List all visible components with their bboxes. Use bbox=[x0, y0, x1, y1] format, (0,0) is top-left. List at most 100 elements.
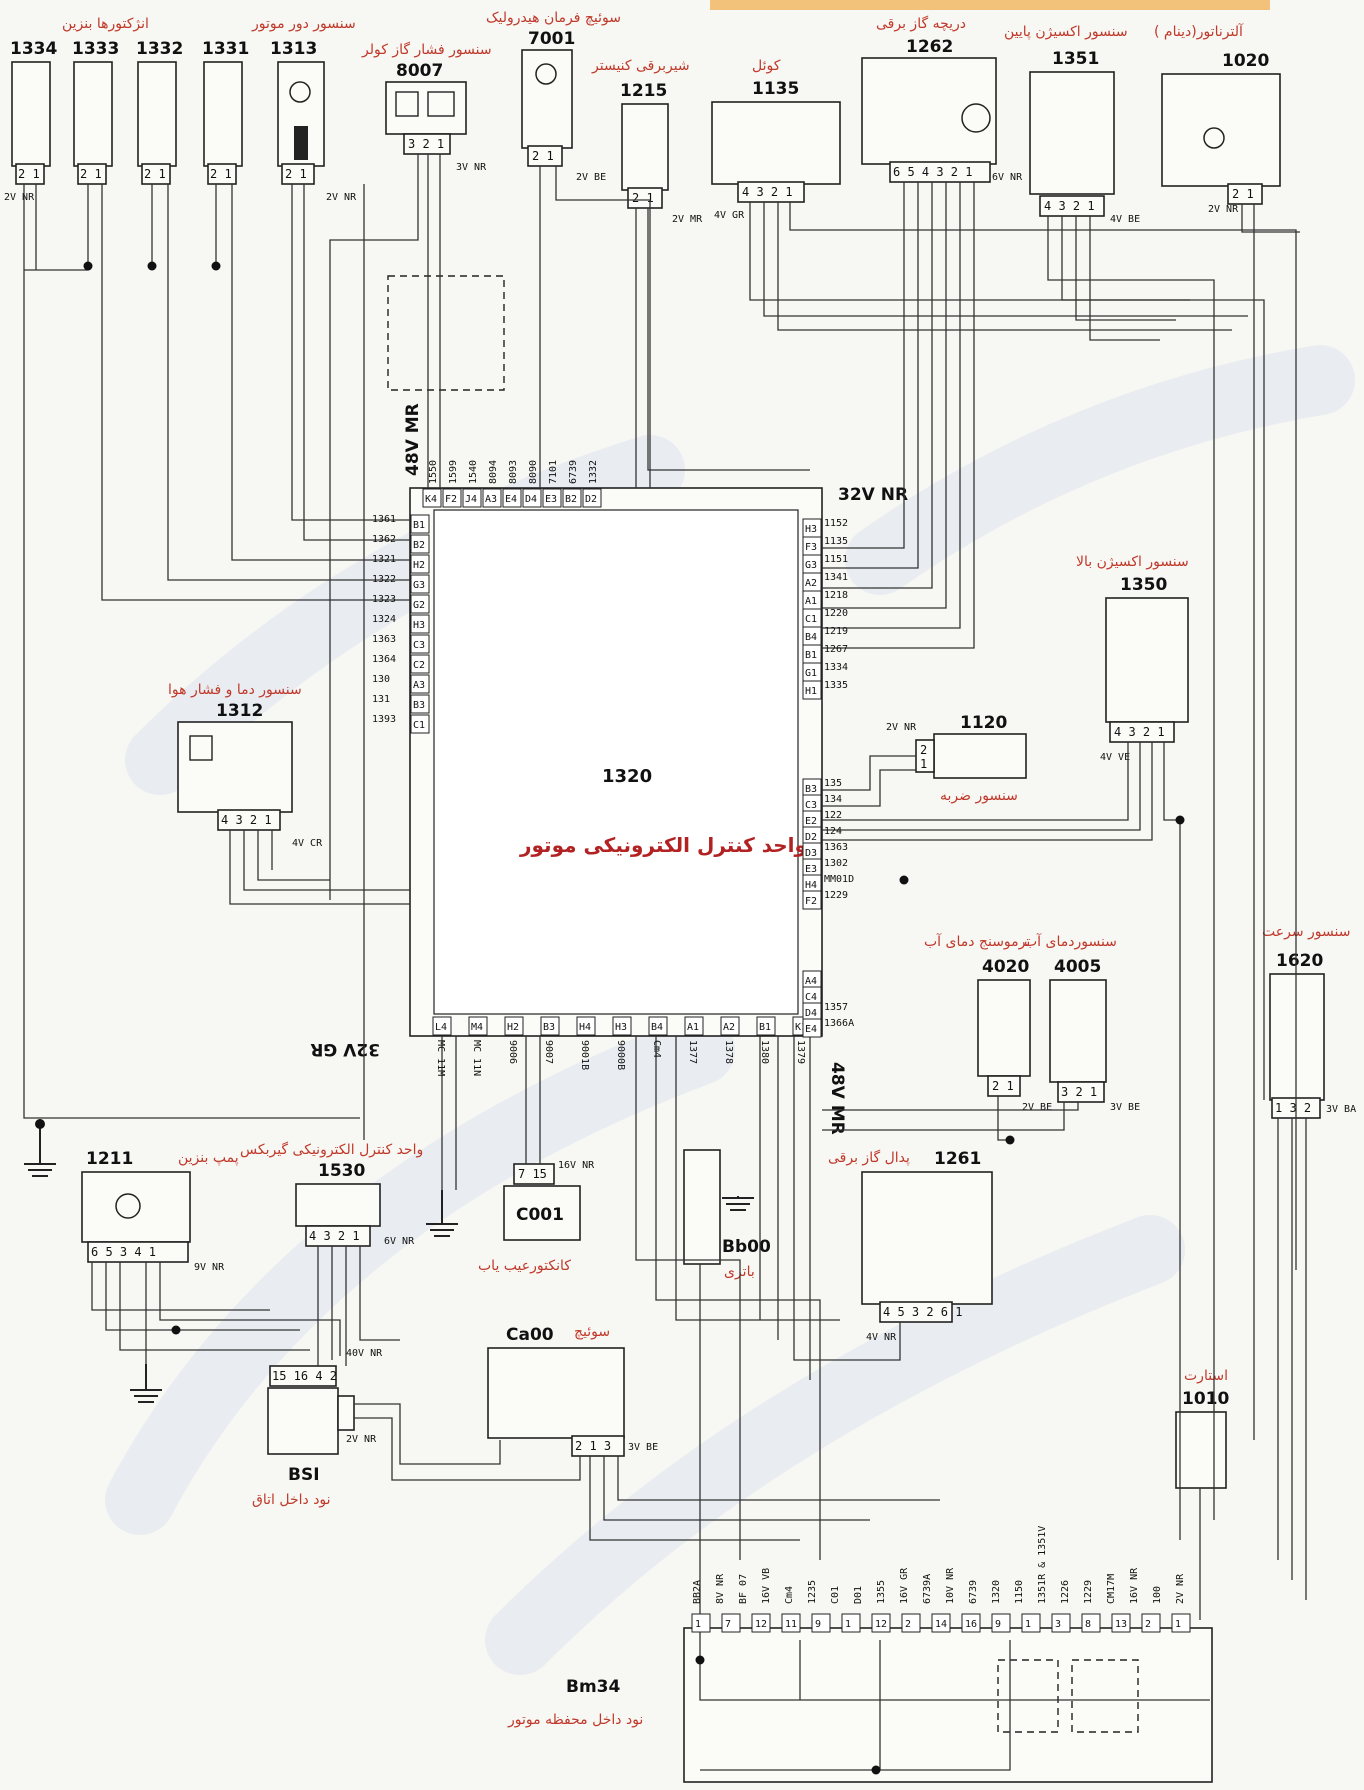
wire-route bbox=[229, 830, 410, 905]
ignition-switch-Ca00: سوئیچ Ca00 2 1 3 3V BE bbox=[487, 1324, 658, 1457]
ecu-bottom-wire-label: Cm4 bbox=[651, 1040, 662, 1058]
ecu-top-wire-label: 8090 bbox=[528, 460, 539, 484]
wire-route bbox=[700, 1640, 1011, 1771]
svg-text:BSI: BSI bbox=[288, 1465, 320, 1485]
ecu-left-pin-box bbox=[410, 674, 430, 694]
svg-text:2V BE: 2V BE bbox=[576, 172, 606, 183]
bm34-pin-16: 16 bbox=[965, 1619, 977, 1630]
ecu-right-mid-pin-F2: F2 bbox=[805, 896, 817, 907]
wire-route bbox=[354, 1417, 581, 1481]
svg-text:1261: 1261 bbox=[934, 1149, 981, 1169]
water-temp-sensor-4005: سنسوردمای آب 4005 3 2 1 3V BE bbox=[1024, 933, 1140, 1113]
bm34-wire-label: 8V NR bbox=[715, 1573, 726, 1604]
bm34-pin-11: 11 bbox=[785, 1619, 797, 1630]
ecu-top-wire-label: 8094 bbox=[488, 460, 499, 484]
svg-text:4V NR: 4V NR bbox=[866, 1332, 897, 1343]
ecu-top-pin-box bbox=[582, 488, 602, 508]
ecu-right-mid-wire-label: 1229 bbox=[824, 890, 848, 901]
svg-text:2V NR: 2V NR bbox=[1208, 204, 1239, 215]
ecu-left-pin-H3: H3 bbox=[413, 620, 425, 631]
ecu-top-pin-E4: E4 bbox=[505, 494, 517, 505]
speed-sensor-1620: سنسور سرعت 1620 1 3 2 3V BA bbox=[1262, 924, 1356, 1119]
ecu-bottom-pin-box bbox=[684, 1016, 704, 1036]
svg-text:2V NR: 2V NR bbox=[886, 722, 917, 733]
wire-route bbox=[303, 184, 410, 541]
ecu-right-wire-label: 1267 bbox=[824, 644, 848, 655]
bm34-wire-label: 16V VB bbox=[761, 1568, 772, 1604]
ecu-top-pin-box bbox=[502, 488, 522, 508]
wire-route bbox=[789, 202, 1297, 1270]
svg-text:4V VE: 4V VE bbox=[1100, 752, 1130, 763]
ecu-left-pin-H2: H2 bbox=[413, 560, 425, 571]
ecu-right-low-pin-D4: D4 bbox=[805, 1008, 817, 1019]
ecu-top-pin-D2: D2 bbox=[585, 494, 597, 505]
svg-text:2 1: 2 1 bbox=[210, 167, 232, 181]
ecu-left-pin-box bbox=[410, 654, 430, 674]
ecu-top-pin-D4: D4 bbox=[525, 494, 537, 505]
svg-text:کوئل: کوئل bbox=[752, 58, 781, 74]
ecu-left-pin-box bbox=[410, 714, 430, 734]
ecu-top-pin-K4: K4 bbox=[425, 494, 437, 505]
ecu-right-mid-pin-box bbox=[802, 890, 822, 910]
ecu-bottom-wire-label: 9001B bbox=[579, 1040, 590, 1070]
ecu-left-pin-A3: A3 bbox=[413, 680, 425, 691]
ecu-bottom-pin-box bbox=[432, 1016, 452, 1036]
svg-text:سنسور سرعت: سنسور سرعت bbox=[1262, 924, 1350, 940]
bm34-wire-label: Cm4 bbox=[784, 1586, 795, 1604]
ecu-bottom-pin-A1: A1 bbox=[687, 1022, 699, 1033]
svg-text:3V NR: 3V NR bbox=[456, 162, 487, 173]
ground-symbol-left bbox=[24, 1119, 56, 1177]
wire-route bbox=[822, 182, 933, 589]
ecu-bottom-pin-box bbox=[756, 1016, 776, 1036]
wire-route bbox=[1061, 216, 1190, 301]
wire-route bbox=[555, 166, 651, 488]
ground-symbol-battery bbox=[722, 1196, 754, 1211]
svg-text:48V MR: 48V MR bbox=[403, 403, 423, 476]
bm34-pin-box bbox=[931, 1613, 951, 1633]
wire-route bbox=[101, 184, 410, 601]
ecu-bottom-wire-label: 9006 bbox=[507, 1040, 518, 1064]
wire-route bbox=[635, 1036, 741, 1560]
ecu-left-pin-B1: B1 bbox=[413, 520, 425, 531]
ecu-right-low-pin-E4: E4 bbox=[805, 1024, 817, 1035]
svg-text:15 16 4 2: 15 16 4 2 bbox=[272, 1369, 337, 1383]
junction-dot bbox=[1175, 815, 1185, 825]
wire-route bbox=[822, 182, 919, 569]
svg-text:2 1: 2 1 bbox=[992, 1079, 1014, 1093]
svg-text:32V GR: 32V GR bbox=[310, 1039, 380, 1059]
svg-text:40V NR: 40V NR bbox=[346, 1348, 383, 1359]
bm34-pin-1: 1 bbox=[1175, 1619, 1181, 1630]
bm34-pin-12: 12 bbox=[875, 1619, 887, 1630]
downstream-oxygen-sensor-1351: سنسور اکسیژن پایین 1351 4 3 2 1 4V BE bbox=[1004, 24, 1140, 225]
fuel-pump-1211: پمپ بنزین 1211 6 5 3 4 1 9V NR bbox=[81, 1149, 239, 1273]
svg-text:3V BE: 3V BE bbox=[1110, 1102, 1140, 1113]
ecu-bottom-wire-label: MC 11N bbox=[471, 1040, 482, 1076]
canister-valve-1215: شیربرقی کنیستر 1215 2 1 2V MR bbox=[591, 58, 703, 225]
ecu-right-pin-C1: C1 bbox=[805, 614, 817, 625]
ecu-bottom-pin-H2: H2 bbox=[507, 1022, 519, 1033]
bm34-wire-label: 1351R & 1351V bbox=[1037, 1526, 1048, 1604]
svg-text:4 3 2 1: 4 3 2 1 bbox=[742, 185, 793, 199]
ecu-right-low-pin-A4: A4 bbox=[805, 976, 817, 987]
ecu-top-pin-F2: F2 bbox=[445, 494, 457, 505]
wire-route bbox=[822, 769, 916, 807]
bm34-wire-label: 16V GR bbox=[899, 1567, 910, 1604]
bm34-wire-label: 2V NR bbox=[1175, 1573, 1186, 1604]
ecu-bottom-pin-B3: B3 bbox=[543, 1022, 555, 1033]
ecu-right-mid-pin-H4: H4 bbox=[805, 880, 817, 891]
wire-route bbox=[257, 830, 330, 881]
ecu-top-pin-E3: E3 bbox=[545, 494, 557, 505]
ecu-top-wire-label: 7101 bbox=[548, 460, 559, 484]
svg-text:1: 1 bbox=[920, 757, 927, 771]
ecu-left-pin-C1: C1 bbox=[413, 720, 425, 731]
junction-dot bbox=[211, 261, 221, 271]
ecu-top-pin-box bbox=[482, 488, 502, 508]
ecu-top-wire-label: 1332 bbox=[588, 460, 599, 484]
ecu-right-mid-pin-B3: B3 bbox=[805, 784, 817, 795]
svg-text:1020: 1020 bbox=[1222, 51, 1269, 71]
svg-text:1312: 1312 bbox=[216, 701, 263, 721]
svg-text:48V MR: 48V MR bbox=[827, 1062, 847, 1135]
bm34-pin-box bbox=[1081, 1613, 1101, 1633]
wire-route bbox=[1163, 742, 1181, 1540]
bm34-wire-label: D01 bbox=[853, 1586, 864, 1604]
